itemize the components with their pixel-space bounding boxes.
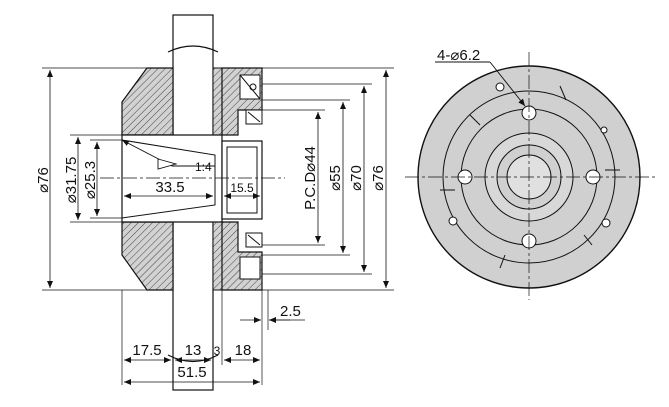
hole-callout: 4-⌀6.2 (435, 47, 526, 107)
taper-callout: 1:4 (121, 139, 215, 174)
dim-seg-17-5: 17.5 (132, 342, 161, 359)
dim-seg-18: 18 (235, 342, 252, 359)
section-view: 1:4 (100, 14, 285, 391)
set-screw-top (245, 109, 263, 125)
right-dimensions: P.C.D⌀44 ⌀55 ⌀70 ⌀76 (262, 67, 394, 291)
internal-dimensions: 33.5 15.5 (124, 179, 260, 199)
hole-callout-label: 4-⌀6.2 (437, 47, 480, 64)
dim-pcd-44: P.C.D⌀44 (302, 146, 319, 210)
dim-seg-3: 3 (214, 344, 221, 358)
set-screw-bottom (245, 232, 263, 248)
dim-overall-51-5: 51.5 (177, 364, 206, 381)
taper-label: 1:4 (195, 160, 212, 174)
bottom-dimensions: 2.5 17.5 13 3 18 51.5 (121, 290, 305, 385)
dim-gap-2-5: 2.5 (280, 303, 301, 320)
flange-hatch (121, 67, 174, 291)
dim-76-right: ⌀76 (370, 165, 387, 191)
dim-taper-length: 33.5 (155, 179, 184, 196)
dim-bore-31-75: ⌀31.75 (63, 157, 80, 204)
dim-overall-76: ⌀76 (35, 167, 52, 193)
bore (121, 134, 263, 223)
outer-holes (448, 82, 611, 228)
dim-seg-13: 13 (185, 342, 202, 359)
dim-55: ⌀55 (327, 165, 344, 191)
dim-bore-25-3: ⌀25.3 (82, 161, 99, 199)
front-view: 4-⌀6.2 (405, 47, 655, 300)
dim-70: ⌀70 (348, 165, 365, 191)
dim-counterbore-length: 15.5 (230, 181, 254, 195)
bearing-detail (239, 74, 261, 280)
left-dimensions: ⌀76 ⌀31.75 ⌀25.3 (35, 67, 147, 291)
